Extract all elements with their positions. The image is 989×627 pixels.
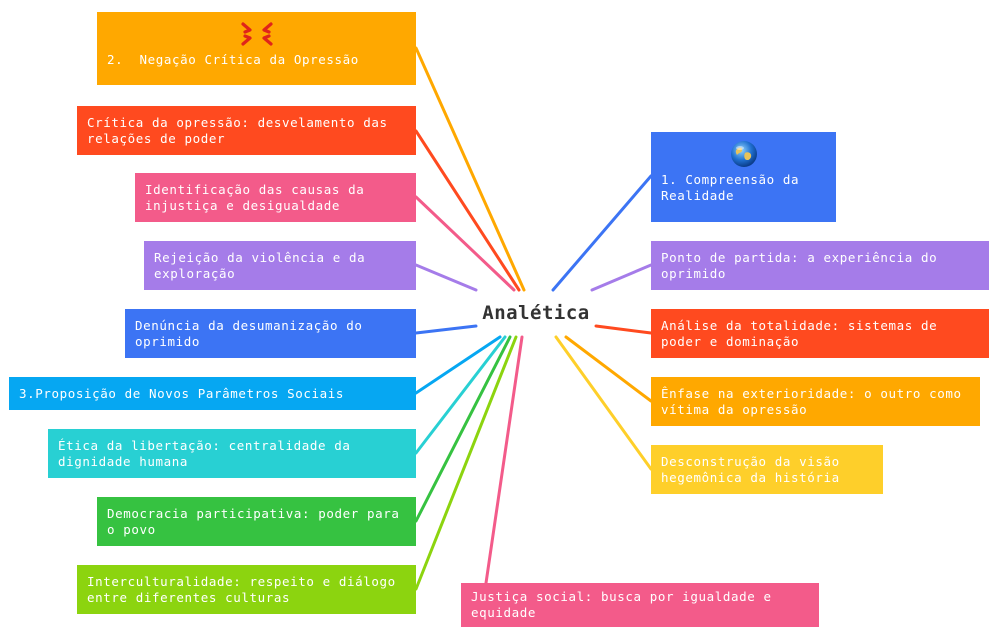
connector-etica [414, 335, 507, 455]
connector-compreensao [551, 174, 653, 292]
node-label: Ética da libertação: centralidade da dig… [58, 437, 359, 469]
connector-identificacao [414, 195, 516, 292]
node-ponto-partida[interactable]: Ponto de partida: a experiência do oprim… [651, 241, 989, 290]
node-label: Denúncia da desumanização do oprimido [135, 317, 371, 349]
node-etica-libertacao[interactable]: Ética da libertação: centralidade da dig… [48, 429, 416, 478]
connector-democracia [414, 335, 512, 523]
node-denuncia-desumanizacao[interactable]: Denúncia da desumanização do oprimido [125, 309, 416, 358]
node-label: 3.Proposição de Novos Parâmetros Sociais [19, 385, 345, 401]
node-desconstrucao-visao[interactable]: Desconstrução da visão hegemônica da his… [651, 445, 883, 494]
connector-critica [414, 129, 521, 292]
node-label: Ênfase na exterioridade: o outro como ví… [661, 385, 970, 417]
node-interculturalidade[interactable]: Interculturalidade: respeito e diálogo e… [77, 565, 416, 614]
node-label: Análise da totalidade: sistemas de poder… [661, 317, 946, 349]
node-label: Interculturalidade: respeito e diálogo e… [87, 573, 404, 605]
connector-proposicao [414, 335, 502, 395]
node-negacao-critica[interactable]: 2. Negação Crítica da Opressão [97, 12, 416, 85]
node-critica-opressao[interactable]: Crítica da opressão: desvelamento das re… [77, 106, 416, 155]
connector-analise [594, 324, 653, 335]
anger-icon [107, 20, 406, 48]
node-label: Justiça social: busca por igualdade e eq… [471, 589, 780, 620]
node-label: Desconstrução da visão hegemônica da his… [661, 453, 848, 485]
globe-icon [661, 140, 826, 168]
connector-desconstrucao [554, 335, 653, 471]
node-identificacao-causas[interactable]: Identificação das causas da injustiça e … [135, 173, 416, 222]
central-topic[interactable]: Analética [466, 298, 606, 328]
connector-negacao [414, 46, 526, 292]
node-justica-social[interactable]: Justiça social: busca por igualdade e eq… [461, 583, 819, 627]
connector-rejeicao [414, 263, 478, 292]
node-label: Identificação das causas da injustiça e … [145, 181, 373, 213]
node-analise-totalidade[interactable]: Análise da totalidade: sistemas de poder… [651, 309, 989, 358]
node-label: Democracia participativa: poder para o p… [107, 505, 408, 537]
node-rejeicao-violencia[interactable]: Rejeição da violência e da exploração [144, 241, 416, 290]
node-proposicao-parametros[interactable]: 3.Proposição de Novos Parâmetros Sociais [9, 377, 416, 410]
connector-enfase [564, 335, 653, 403]
node-label: 2. Negação Crítica da Opressão [107, 52, 359, 67]
connector-intercultural [414, 335, 518, 591]
node-compreensao-realidade[interactable]: 1. Compreensão da Realidade [651, 132, 836, 222]
node-label: Crítica da opressão: desvelamento das re… [87, 114, 396, 146]
connector-denuncia [414, 324, 478, 335]
node-label: 1. Compreensão da Realidade [661, 172, 808, 203]
connector-ponto [590, 263, 653, 292]
central-topic-label: Analética [482, 302, 590, 324]
node-democracia-participativa[interactable]: Democracia participativa: poder para o p… [97, 497, 416, 546]
connector-justica [484, 335, 524, 585]
node-label: Ponto de partida: a experiência do oprim… [661, 249, 946, 281]
node-label: Rejeição da violência e da exploração [154, 249, 374, 281]
node-enfase-exterioridade[interactable]: Ênfase na exterioridade: o outro como ví… [651, 377, 980, 426]
